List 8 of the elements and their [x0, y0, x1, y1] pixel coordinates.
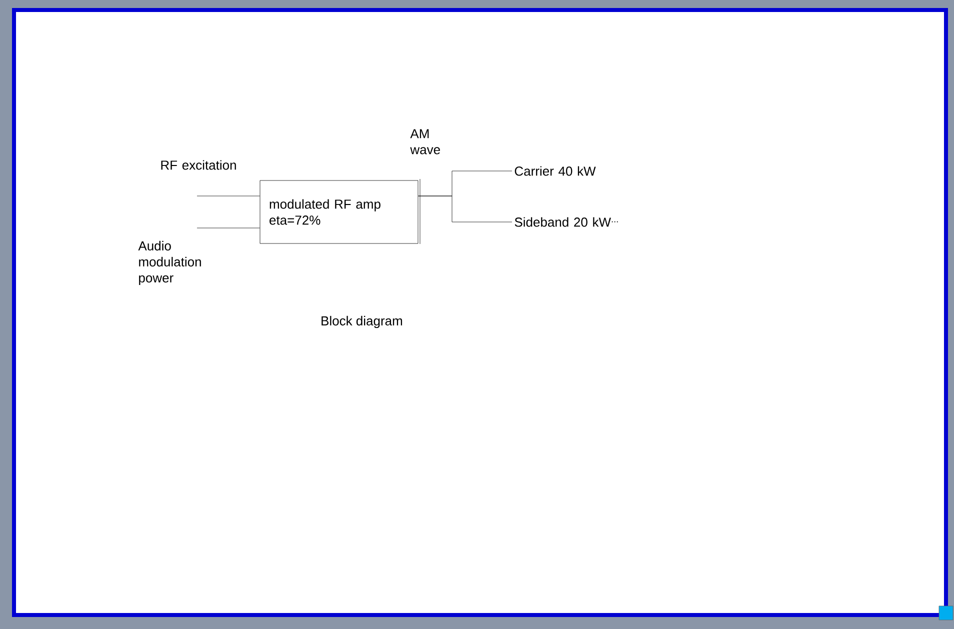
signal-label: Carrier 40 kW	[514, 166, 596, 176]
process-box: modulated RF amp eta=72%	[260, 180, 418, 244]
signal-label: Audio modulation power	[138, 240, 201, 286]
connector-line	[418, 196, 512, 222]
signal-label: RF excitation	[161, 160, 236, 170]
signal-label: AM wave	[410, 129, 440, 154]
signal-label: Sideband 20 kW$^{...}$	[514, 217, 618, 227]
caption: Block diagram	[322, 316, 402, 328]
